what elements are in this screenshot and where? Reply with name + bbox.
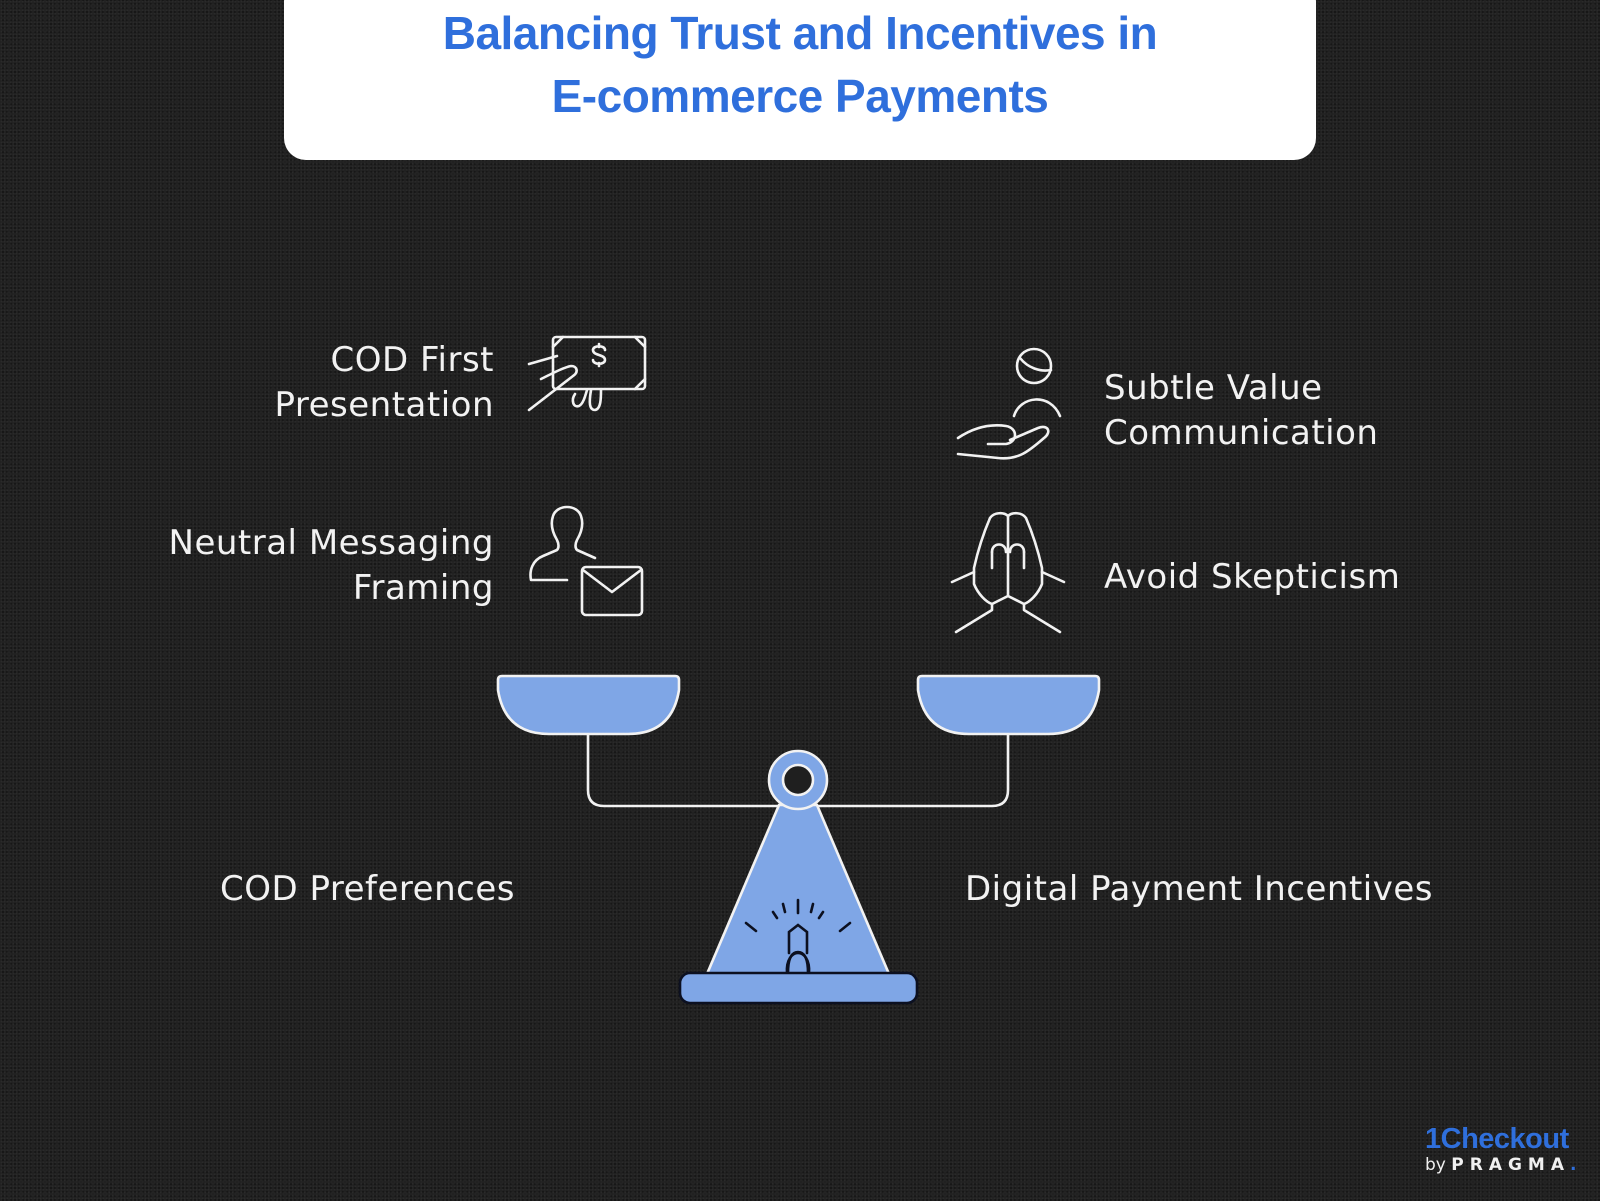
logo-name: 1Checkout xyxy=(1425,1123,1569,1155)
praying-hands-icon xyxy=(950,511,1066,634)
label-digital-payment-incentives: Digital Payment Incentives xyxy=(965,869,1433,909)
person-mail-icon xyxy=(529,505,644,617)
page-title: Balancing Trust and Incentives in E-comm… xyxy=(284,2,1316,128)
cash-handover-icon xyxy=(527,335,647,412)
label-subtle-value-communication: Subtle Value Communication xyxy=(1104,366,1378,456)
logo-by: by xyxy=(1425,1155,1446,1175)
title-line-1: Balancing Trust and Incentives in xyxy=(442,7,1158,59)
brand-logo: 1Checkout by PRAGMA. xyxy=(1425,1124,1576,1176)
label-line: Framing xyxy=(352,568,494,608)
logo-byline: by PRAGMA. xyxy=(1425,1154,1576,1176)
label-line: Avoid Skepticism xyxy=(1104,557,1401,597)
label-line: Neutral Messaging xyxy=(168,523,494,563)
label-cod-preferences: COD Preferences xyxy=(220,869,515,909)
hand-offering-person-icon xyxy=(956,347,1062,460)
scale-pan-left xyxy=(496,674,681,736)
label-line: Communication xyxy=(1104,413,1379,453)
label-avoid-skepticism: Avoid Skepticism xyxy=(1104,555,1400,600)
label-line: Subtle Value xyxy=(1104,368,1323,408)
scale-pan-right xyxy=(916,674,1101,736)
label-neutral-messaging-framing: Neutral Messaging Framing xyxy=(169,521,494,611)
title-card: Balancing Trust and Incentives in E-comm… xyxy=(284,0,1316,160)
logo-brand: PRAGMA xyxy=(1451,1155,1570,1175)
alert-light-icon xyxy=(744,898,852,975)
label-cod-first-presentation: COD First Presentation xyxy=(274,338,494,428)
label-line: Presentation xyxy=(274,385,494,425)
label-line: COD First xyxy=(330,340,494,380)
logo-dot: . xyxy=(1570,1155,1577,1175)
scale-stand xyxy=(705,803,891,976)
scale-base xyxy=(678,971,919,1005)
title-line-2: E-commerce Payments xyxy=(551,70,1049,122)
